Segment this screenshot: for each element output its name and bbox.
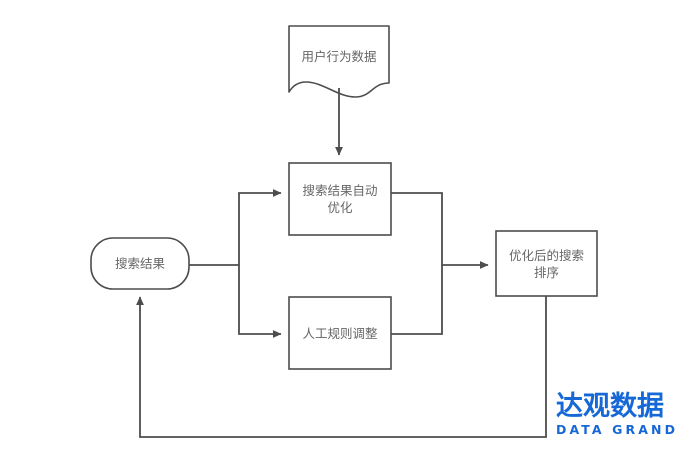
edge-results-to-manual	[238, 265, 282, 338]
node-search-results	[90, 237, 190, 290]
node-auto-optimization	[288, 162, 392, 236]
node-user-behavior-data	[288, 25, 390, 98]
brand-logo-english: DATA GRAND	[556, 422, 679, 437]
edge-results-to-auto	[189, 189, 282, 266]
node-optimized-ranking	[495, 230, 598, 297]
edge-ranking-feedback	[136, 296, 547, 438]
node-manual-rule-adjust	[288, 296, 392, 370]
brand-logo-chinese: 达观数据	[556, 391, 664, 422]
edge-auto-to-ranking	[391, 192, 489, 269]
brand-logo: 达观数据 DATA GRAND	[556, 392, 680, 438]
edge-manual-to-ranking	[391, 265, 443, 335]
